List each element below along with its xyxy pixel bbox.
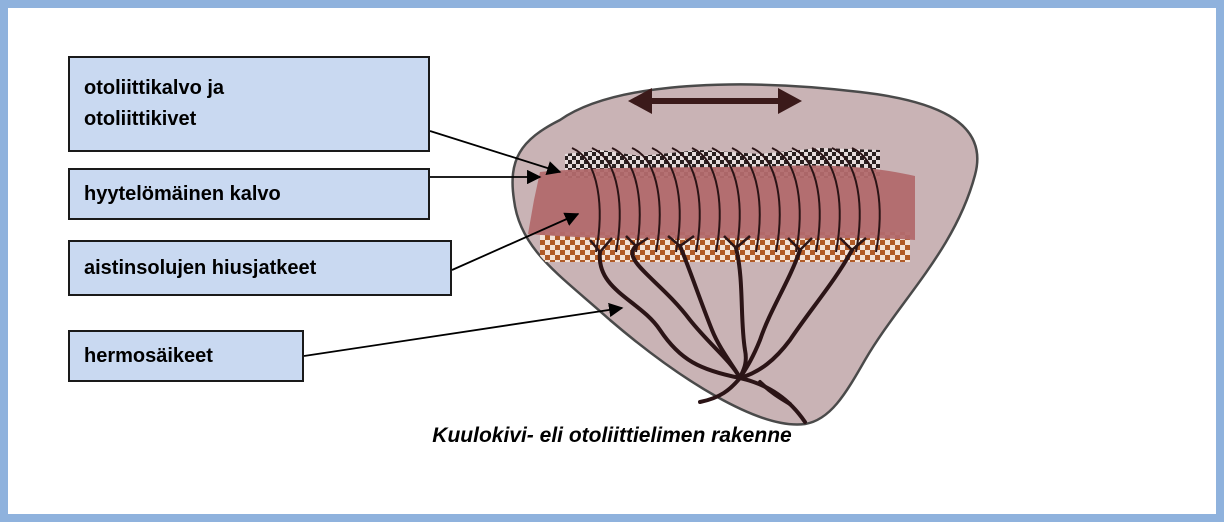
label-hair-bundles: aistinsolujen hiusjatkeet xyxy=(68,240,452,296)
label-hair-bundles-text: aistinsolujen hiusjatkeet xyxy=(84,253,316,284)
leader-nerve xyxy=(304,308,622,356)
label-nerve-fibres: hermosäikeet xyxy=(68,330,304,382)
label-otolith-membrane: otoliittikalvo ja otoliittikivet xyxy=(68,56,430,152)
label-gelatinous-membrane-text: hyytelömäinen kalvo xyxy=(84,179,281,210)
gelatinous-membrane xyxy=(528,165,915,240)
label-otolith-membrane-text: otoliittikalvo ja otoliittikivet xyxy=(84,73,224,135)
label-nerve-fibres-text: hermosäikeet xyxy=(84,341,213,372)
label-gelatinous-membrane: hyytelömäinen kalvo xyxy=(68,168,430,220)
figure-caption: Kuulokivi- eli otoliittielimen rakenne xyxy=(0,424,1224,448)
